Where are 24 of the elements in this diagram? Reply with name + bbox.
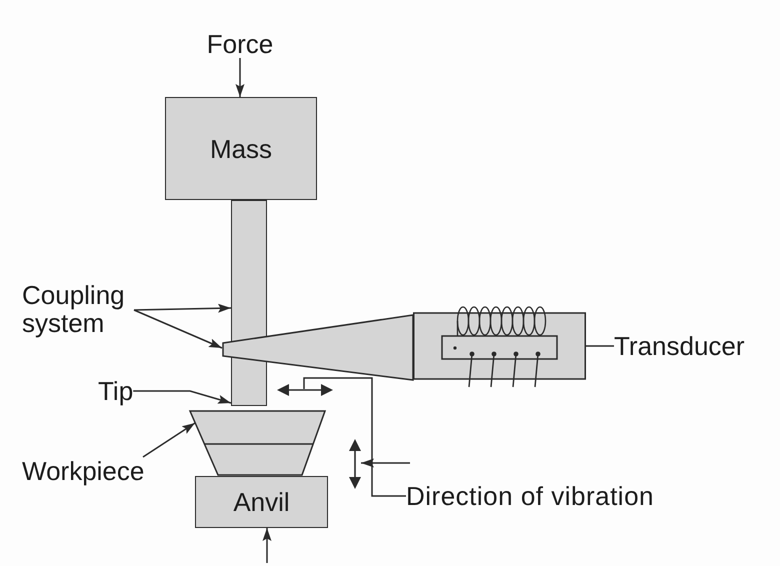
- part-label: Workpiece: [22, 457, 144, 485]
- arrow: [361, 458, 410, 468]
- arrow: [236, 58, 244, 97]
- tapered-horn: [222, 313, 414, 381]
- vibration-indicator: [349, 439, 361, 489]
- mass-block: [165, 97, 317, 200]
- workpiece-layers: [189, 410, 327, 476]
- part-label: Transducer: [614, 332, 745, 360]
- force-label: Force: [206, 30, 274, 58]
- leader-arrow: [134, 309, 222, 349]
- part-label: Direction of vibration: [406, 482, 654, 510]
- part-label: Mass: [210, 134, 272, 162]
- leader-line: [303, 377, 406, 497]
- leader-arrow: [133, 390, 232, 404]
- leader-arrow: [134, 304, 232, 313]
- leader-line: [586, 345, 614, 347]
- leader-arrow: [142, 422, 196, 458]
- anvil-block: [195, 476, 328, 528]
- vertical-rod: [231, 200, 267, 406]
- part-label: Tip: [98, 377, 134, 405]
- arrow: [262, 528, 272, 563]
- part-label: Coupling system: [22, 281, 134, 337]
- vibration-indicator: [277, 384, 333, 396]
- part-label: Anvil: [233, 488, 290, 516]
